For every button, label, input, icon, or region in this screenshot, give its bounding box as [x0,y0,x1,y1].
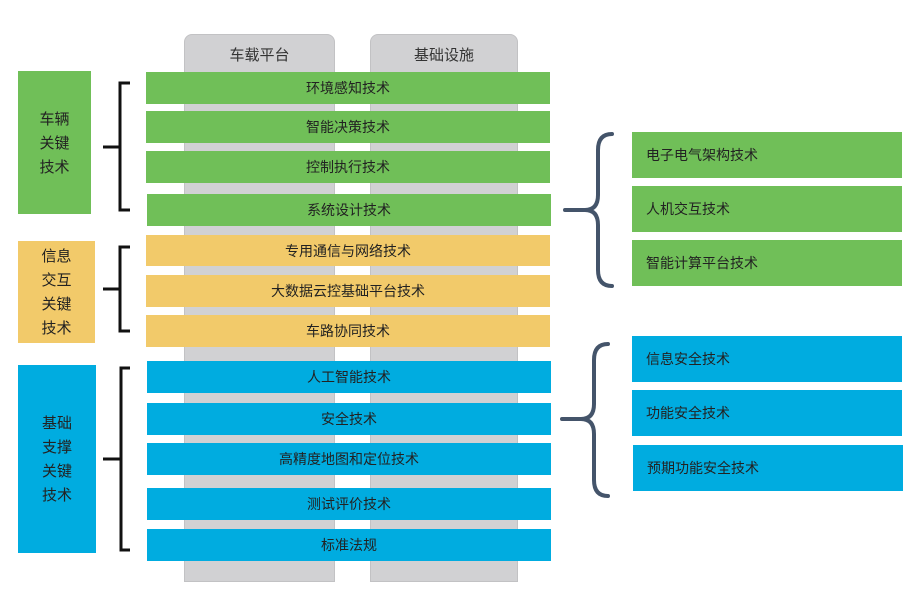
bar-dedicated-communication: 专用通信与网络技术 [146,235,550,266]
left-bracket-info [103,245,130,333]
right-functional-safety: 功能安全技术 [632,390,902,436]
bar-big-data-cloud: 大数据云控基础平台技术 [146,275,550,307]
bar-intelligent-decision: 智能决策技术 [146,111,550,143]
right-sotif: 预期功能安全技术 [633,445,903,491]
bar-security: 安全技术 [147,403,551,435]
bar-system-design: 系统设计技术 [147,194,551,226]
bar-test-evaluation: 测试评价技术 [147,488,551,520]
bar-control-execution: 控制执行技术 [146,151,550,183]
group-vehicle-key-tech: 车辆 关键 技术 [18,71,91,214]
group-info-interaction-tech: 信息 交互 关键 技术 [18,241,95,343]
right-computing-platform: 智能计算平台技术 [632,240,902,286]
bar-hd-map-positioning: 高精度地图和定位技术 [147,443,551,475]
left-bracket-vehicle [103,81,130,212]
bar-standards-regulations: 标准法规 [147,529,551,561]
group-basic-support-tech: 基础 支撑 关键 技术 [18,365,96,553]
bar-environment-perception: 环境感知技术 [146,72,550,104]
right-brace-bottom [560,342,610,498]
column-label: 基础设施 [413,46,474,64]
left-bracket-basic [103,366,130,552]
right-info-security: 信息安全技术 [632,336,902,382]
right-hmi: 人机交互技术 [632,186,902,232]
bar-ai: 人工智能技术 [147,361,551,393]
right-brace-top [563,132,614,288]
right-ee-architecture: 电子电气架构技术 [632,132,902,178]
bar-vehicle-road-collab: 车路协同技术 [146,315,550,347]
column-label: 车载平台 [229,46,290,64]
